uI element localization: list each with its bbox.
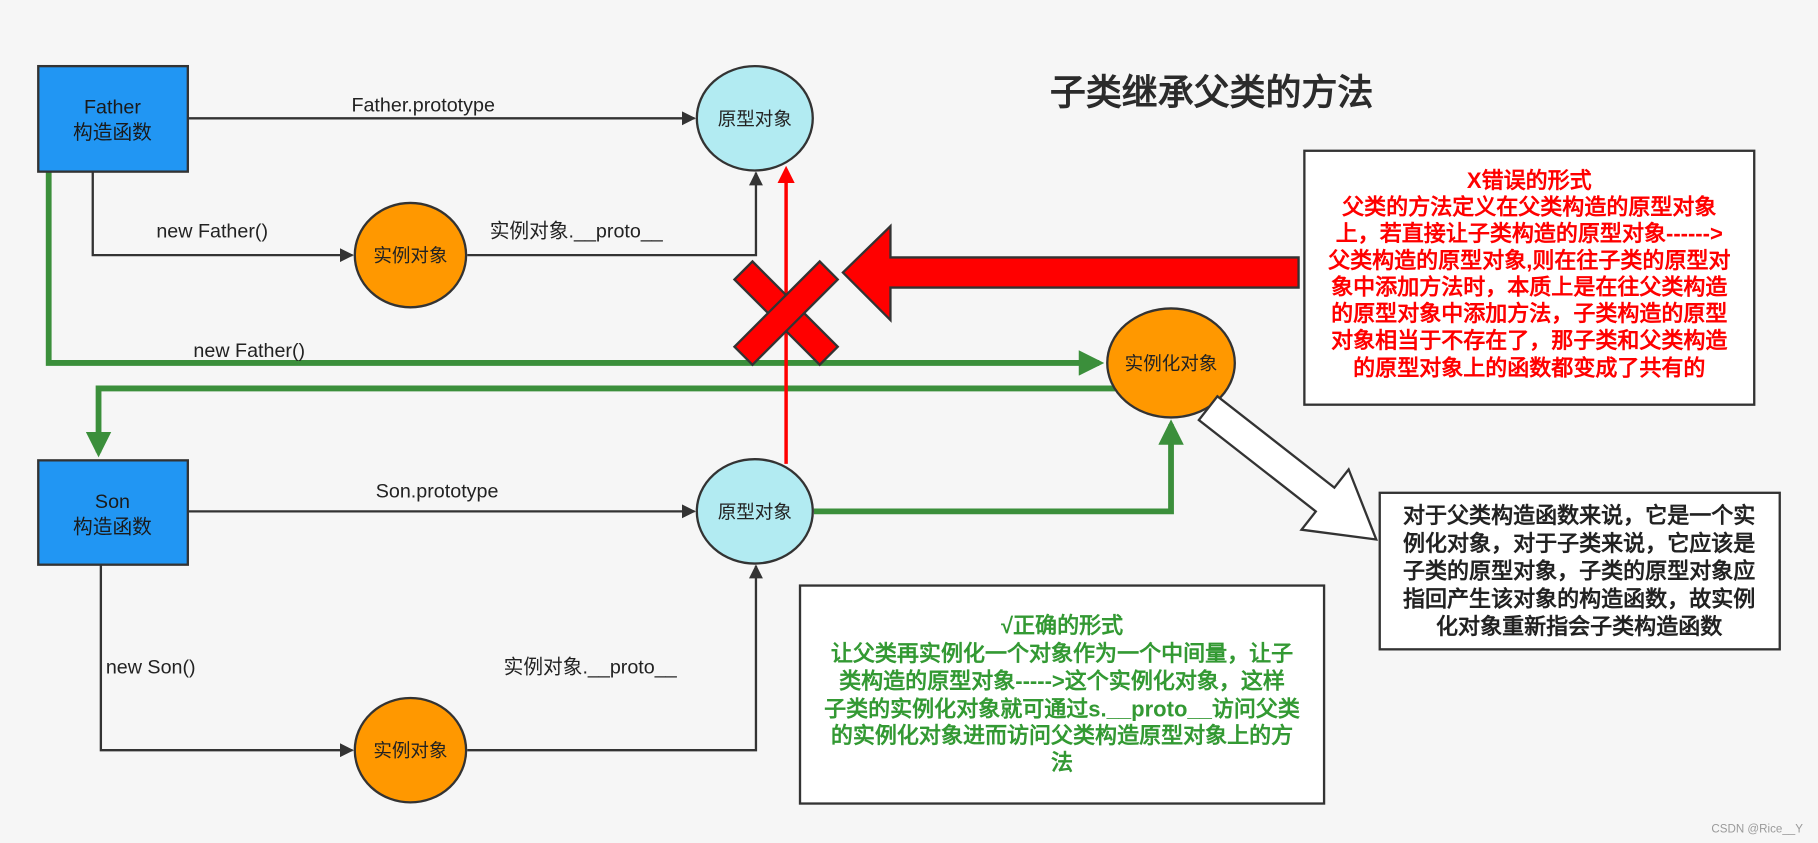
- son-instance-label: 实例对象: [373, 740, 447, 761]
- father-instance-circle: [353, 201, 468, 309]
- edge-label-son-prototype: Son.prototype: [376, 480, 499, 502]
- intermediate-instance-label: 实例化对象: [1125, 353, 1218, 374]
- wrong-form-line: 对象相当于不存在了，那子类和父类构造: [1331, 328, 1728, 353]
- son-prototype-node: 原型对象: [695, 458, 814, 565]
- correct-form-heading: √正确的形式: [1001, 613, 1123, 638]
- edge-label-new-son: new Son(): [106, 657, 196, 679]
- wrong-form-box: [1303, 149, 1756, 406]
- note-pointer-arrow-icon: [1197, 394, 1379, 541]
- son-constructor-subtitle: 构造函数: [73, 516, 152, 538]
- correct-form-line: 类构造的原型对象----->这个实例化对象，这样: [839, 669, 1285, 694]
- wrong-form-panel: X错误的形式 父类的方法定义在父类构造的原型对象 上，若直接让子类构造的原型对象…: [1303, 149, 1756, 406]
- correct-form-panel: √正确的形式 让父类再实例化一个对象作为一个中间量，让子 类构造的原型对象---…: [798, 584, 1326, 805]
- edge-label-father-proto: 实例对象.__proto__: [490, 221, 664, 243]
- wrong-form-line: 的原型对象中添加方法，子类构造的原型: [1331, 301, 1727, 326]
- father-constructor-subtitle: 构造函数: [73, 122, 152, 144]
- green-path-father-to-intermediate: [45, 171, 1105, 376]
- note-box: [1378, 491, 1781, 651]
- edge-label-father-prototype: Father.prototype: [351, 94, 495, 116]
- note-line: 例化对象，对于子类来说，它应该是: [1403, 531, 1755, 556]
- red-pointer-arrow-icon: [841, 223, 1300, 323]
- father-prototype-node: 原型对象: [695, 64, 814, 172]
- note-panel: 对于父类构造函数来说，它是一个实 例化对象，对于子类来说，它应该是 子类的原型对…: [1378, 491, 1781, 651]
- edge-new-father: [91, 171, 354, 263]
- father-constructor-name: Father: [84, 97, 141, 119]
- wrong-form-line: 父类构造的原型对象,则在往子类的原型对: [1328, 248, 1730, 273]
- wrong-cross-icon: [732, 259, 840, 367]
- father-prototype-circle: [695, 64, 814, 172]
- edge-label-son-proto: 实例对象.__proto__: [504, 657, 678, 679]
- correct-form-line: 子类的实例化对象就可通过s.__proto__访问父类: [824, 697, 1301, 722]
- note-line: 化对象重新指会子类构造函数: [1436, 614, 1723, 639]
- wrong-form-line: 上，若直接让子类构造的原型对象------>: [1336, 221, 1723, 246]
- note-line: 指回产生该对象的构造函数，故实例: [1403, 586, 1755, 611]
- wrong-form-line: 父类的方法定义在父类构造的原型对象: [1342, 195, 1716, 220]
- intermediate-instance-node: 实例化对象: [1106, 307, 1236, 419]
- father-constructor-box: [37, 64, 189, 173]
- father-instance-label: 实例对象: [373, 245, 447, 266]
- father-prototype-label: 原型对象: [718, 108, 792, 129]
- wrong-form-line: 象中添加方法时，本质上是在往父类构造: [1331, 275, 1728, 300]
- son-constructor-node: Son 构造函数: [37, 459, 189, 566]
- watermark: CSDN @Rice__Y: [1711, 824, 1803, 836]
- intermediate-instance-circle: [1106, 307, 1236, 419]
- edge-label-new-father: new Father(): [156, 221, 268, 243]
- edge-label-new-father-intermediate: new Father(): [193, 340, 305, 362]
- son-instance-node: 实例对象: [353, 696, 468, 804]
- correct-form-line: 法: [1051, 750, 1073, 775]
- correct-form-line: 的实例化对象进而访问父类构造原型对象上的方: [831, 723, 1293, 748]
- father-instance-node: 实例对象: [353, 201, 468, 309]
- son-instance-circle: [353, 696, 468, 804]
- edge-father-instance-proto: [467, 171, 763, 257]
- son-prototype-circle: [695, 458, 814, 565]
- correct-form-box: [798, 584, 1326, 805]
- father-constructor-node: Father 构造函数: [37, 64, 189, 173]
- green-path-son-prototype-to-intermediate: [813, 419, 1184, 515]
- note-line: 对于父类构造函数来说，它是一个实: [1403, 503, 1755, 528]
- son-constructor-box: [37, 459, 189, 566]
- note-line: 子类的原型对象，子类的原型对象应: [1403, 559, 1755, 584]
- edge-new-son: [99, 564, 354, 758]
- wrong-form-line: 的原型对象上的函数都变成了共有的: [1353, 356, 1705, 381]
- diagram-title: 子类继承父类的方法: [1050, 71, 1373, 112]
- wrong-form-heading: X错误的形式: [1467, 168, 1592, 193]
- edge-son-instance-proto: [467, 564, 763, 752]
- green-path-intermediate-to-son: [85, 385, 1116, 458]
- son-prototype-label: 原型对象: [718, 501, 792, 522]
- son-constructor-name: Son: [95, 491, 130, 513]
- correct-form-line: 让父类再实例化一个对象作为一个中间量，让子: [831, 641, 1293, 666]
